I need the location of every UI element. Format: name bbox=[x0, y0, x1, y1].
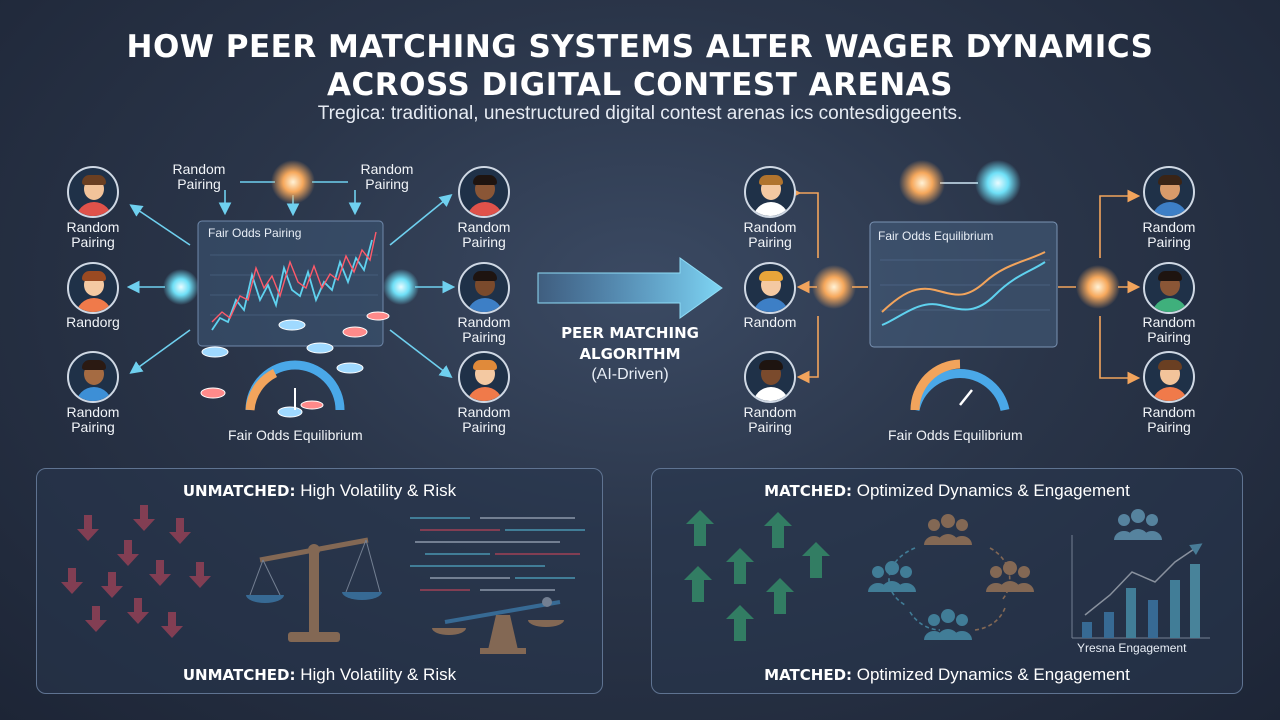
algorithm-title-2: ALGORITHM bbox=[579, 345, 681, 363]
player-avatar[interactable] bbox=[1143, 351, 1195, 403]
left-node-1 bbox=[163, 269, 199, 305]
engagement-label: Yresna Engagement bbox=[1077, 641, 1187, 655]
right-chart-line-orange bbox=[881, 251, 1046, 313]
left-chart-title: Fair Odds Pairing bbox=[208, 226, 302, 240]
left-node-2 bbox=[383, 269, 419, 305]
left-gauge bbox=[245, 360, 345, 411]
player-avatar[interactable] bbox=[458, 262, 510, 314]
betting-chips bbox=[200, 311, 390, 418]
player-avatar[interactable] bbox=[1143, 262, 1195, 314]
player-avatar[interactable] bbox=[458, 166, 510, 218]
right-gauge bbox=[910, 359, 1010, 412]
player-avatar[interactable] bbox=[1143, 166, 1195, 218]
unmatched-heading-top: UNMATCHED: High Volatility & Risk bbox=[182, 481, 457, 500]
player-avatar[interactable] bbox=[67, 351, 119, 403]
page-title: HOW PEER MATCHING SYSTEMS ALTER WAGER DY… bbox=[0, 28, 1280, 104]
right-top-node-cyan bbox=[975, 160, 1021, 206]
right-hub-right bbox=[1076, 265, 1120, 309]
right-hub-left bbox=[812, 265, 856, 309]
player-avatar[interactable] bbox=[744, 166, 796, 218]
player-avatar[interactable] bbox=[744, 351, 796, 403]
player-avatar[interactable] bbox=[744, 262, 796, 314]
player-label: Random bbox=[743, 314, 797, 330]
algorithm-title-1: PEER MATCHING bbox=[561, 324, 699, 342]
player-avatar[interactable] bbox=[67, 166, 119, 218]
player-label: Randorg bbox=[66, 314, 120, 330]
transition-arrow bbox=[537, 257, 723, 319]
left-chart-line-cyan bbox=[211, 239, 373, 331]
unmatched-panel: UNMATCHED: High Volatility & Risk UNMATC… bbox=[36, 468, 603, 694]
left-gauge-label: Fair Odds Equilibrium bbox=[228, 427, 363, 443]
title-line-2: ACROSS DIGITAL CONTEST ARENAS bbox=[327, 67, 953, 103]
left-connectors bbox=[126, 181, 456, 378]
matched-panel: MATCHED: Optimized Dynamics & Engagement… bbox=[651, 468, 1243, 694]
title-line-1: HOW PEER MATCHING SYSTEMS ALTER WAGER DY… bbox=[126, 29, 1154, 65]
right-gauge-label: Fair Odds Equilibrium bbox=[888, 427, 1023, 443]
player-avatar[interactable] bbox=[458, 351, 510, 403]
subtitle: Tregica: traditional, unestructured digi… bbox=[317, 103, 963, 124]
right-connectors bbox=[788, 182, 1141, 385]
right-top-node-orange bbox=[899, 160, 945, 206]
right-chart-line-cyan bbox=[881, 261, 1046, 326]
unmatched-heading-bottom: UNMATCHED: High Volatility & Risk bbox=[182, 665, 457, 684]
player-avatar[interactable] bbox=[67, 262, 119, 314]
left-top-node bbox=[271, 160, 315, 204]
right-chart-title: Fair Odds Equilibrium bbox=[878, 229, 994, 243]
matched-heading-top: MATCHED: Optimized Dynamics & Engagement bbox=[764, 481, 1130, 500]
left-chart-line-red bbox=[211, 231, 377, 323]
matched-heading-bottom: MATCHED: Optimized Dynamics & Engagement bbox=[764, 665, 1130, 684]
algorithm-subtitle: (AI-Driven) bbox=[591, 366, 669, 383]
